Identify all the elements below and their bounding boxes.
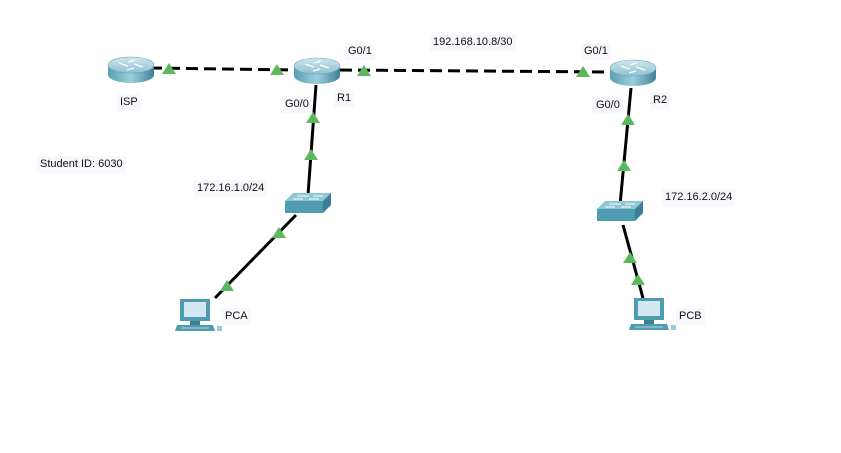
link-up-indicator <box>621 114 635 125</box>
network-label-lan1: 172.16.1.0/24 <box>194 180 268 197</box>
switch-s1-icon[interactable] <box>284 192 332 214</box>
port-label-r1-g01: G0/1 <box>345 43 375 60</box>
link-isp-r1[interactable] <box>149 66 296 72</box>
port-label-r2-g01: G0/1 <box>581 43 611 60</box>
device-label-isp: ISP <box>117 94 141 111</box>
link-r2-s2[interactable] <box>618 87 633 206</box>
link-up-indicator <box>631 274 645 285</box>
link-up-indicator <box>623 252 637 263</box>
link-up-indicator <box>304 149 318 160</box>
port-label-r2-g00: G0/0 <box>593 97 623 114</box>
link-up-indicator <box>306 112 320 123</box>
network-label-lan2: 172.16.2.0/24 <box>662 189 736 206</box>
switch-s2-icon[interactable] <box>596 200 644 222</box>
link-r1-s1[interactable] <box>306 84 318 196</box>
network-label-wan: 192.168.10.8/30 <box>430 34 516 51</box>
router-isp-icon[interactable] <box>107 56 155 84</box>
link-up-indicator <box>617 160 631 171</box>
pc-pca-icon[interactable] <box>174 298 223 332</box>
pc-pcb-icon[interactable] <box>628 297 677 331</box>
device-label-r1: R1 <box>334 90 355 107</box>
student-id-note: Student ID: 6030 <box>37 156 126 173</box>
port-label-r1-g00: G0/0 <box>282 96 312 113</box>
device-label-pcb: PCB <box>676 308 705 325</box>
router-r1-icon[interactable] <box>293 57 341 85</box>
link-r1-r2[interactable] <box>339 68 613 74</box>
device-label-r2: R2 <box>650 92 671 109</box>
device-label-pca: PCA <box>222 308 251 325</box>
router-r2-icon[interactable] <box>609 59 657 87</box>
